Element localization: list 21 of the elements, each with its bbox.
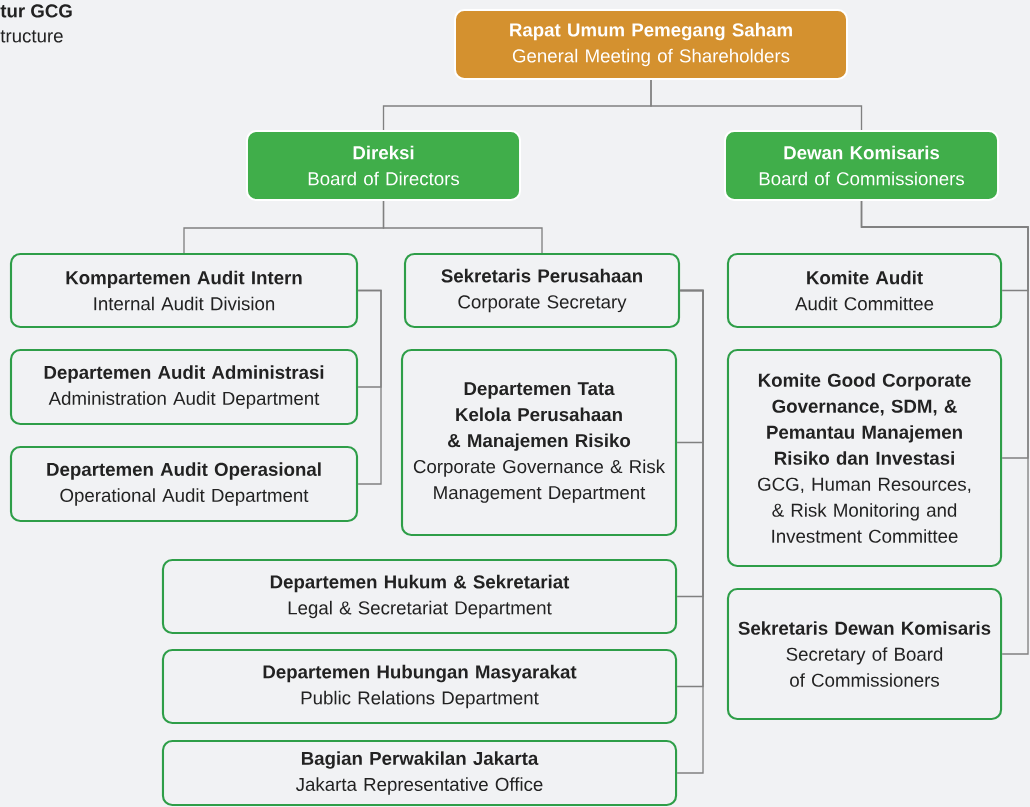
connector-line: [382, 200, 543, 254]
org-unit-box: Kompartemen Audit Intern Internal Audit Division: [9, 252, 359, 329]
title-text: tur GCG: [0, 4, 72, 18]
org-unit-box: Sekretaris Perusahaan Corporate Secretary: [403, 252, 681, 329]
org-unit-box: Bagian Perwakilan Jakarta Jakarta Representative Office: [161, 739, 678, 807]
org-unit-box: Dewan Komisaris Board of Commissioners: [724, 129, 1000, 202]
connector-line: [650, 79, 863, 131]
org-unit-box: Departemen Audit Operasional Operational Audit Department: [9, 445, 359, 523]
org-unit-box: Direksi Board of Directors: [245, 129, 522, 202]
org-unit-box: Komite Audit Audit Committee: [726, 252, 1003, 329]
subtitle-text: tructure: [0, 30, 63, 43]
org-unit-box: Departemen Hukum & Sekretariat Legal & Secretariat Department: [161, 558, 678, 635]
connector-line: [860, 200, 1029, 655]
org-unit-box: Departemen Hubungan Masyarakat Public Relations Department: [161, 648, 678, 725]
connector-line: [357, 289, 382, 485]
org-unit-box: Departemen Tata Kelola Perusahaan & Manajemen Risiko Corporate Governance & Risk Management Department: [400, 348, 678, 537]
org-unit-box: Komite Good Corporate Governance, SDM, & Pemantau Manajemen Risiko dan Investasi GCG, Human Resources, & Risk Monitoring and Investment Committee: [726, 348, 1003, 568]
connector-line: [676, 289, 704, 774]
org-unit-box: Rapat Umum Pemegang Saham General Meeting of Shareholders: [454, 8, 848, 81]
org-unit-box: Sekretaris Dewan Komisaris Secretary of Board of Commissioners: [726, 587, 1003, 721]
org-unit-box: Departemen Audit Administrasi Administration Audit Department: [9, 348, 359, 426]
